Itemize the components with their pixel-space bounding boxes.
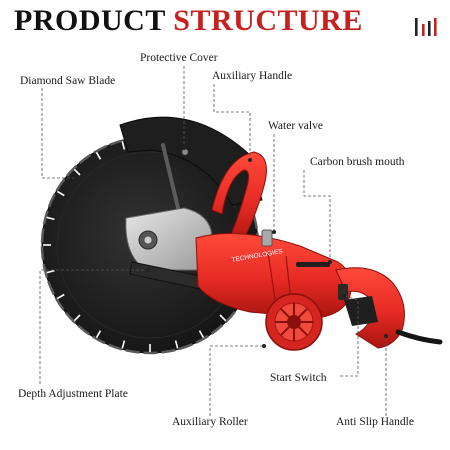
- leader-auxiliary-handle: [213, 84, 251, 160]
- label-auxiliary-roller: Auxiliary Roller: [172, 416, 248, 428]
- label-auxiliary-handle: Auxiliary Handle: [212, 70, 293, 82]
- roller-spoke: [279, 307, 290, 318]
- label-start-switch: Start Switch: [270, 372, 327, 384]
- motor-body: [195, 233, 352, 319]
- label-diamond-saw-blade: Diamond Saw Blade: [20, 75, 116, 87]
- blade-slot: [56, 190, 65, 197]
- blade-slot: [198, 330, 205, 339]
- roller-spoke: [279, 326, 290, 337]
- leader-start-switch: [340, 295, 359, 377]
- cover-bolt: [182, 149, 188, 155]
- page-title: PRODUCT STRUCTURE: [14, 4, 363, 38]
- carbon-brush-cap: [296, 262, 330, 267]
- roller-spoke: [298, 326, 309, 337]
- blade-slot: [95, 151, 102, 160]
- leader-diamond-saw-blade: [41, 88, 76, 179]
- power-cord: [395, 329, 443, 345]
- title-word-structure: STRUCTURE: [173, 4, 363, 37]
- water-valve: [261, 229, 273, 247]
- label-anti-slip-handle: Anti Slip Handle: [336, 416, 414, 428]
- roller-spokes: [275, 303, 313, 341]
- title-word-product: PRODUCT: [14, 4, 166, 37]
- blade-slot: [73, 314, 81, 322]
- label-water-valve: Water valve: [268, 120, 323, 132]
- blade-slot: [121, 141, 126, 150]
- blade-slot: [46, 269, 55, 274]
- auxiliary-roller: [265, 293, 323, 351]
- blade-slot: [73, 168, 81, 176]
- blade-slot: [174, 340, 179, 349]
- blade-slot: [46, 216, 55, 221]
- motor-seam-1: [267, 251, 277, 307]
- blade-slot: [219, 314, 227, 322]
- leader-auxiliary-roller: [209, 345, 264, 416]
- bracket-logo-icon: [415, 18, 437, 36]
- label-depth-adjustment-plate: Depth Adjustment Plate: [18, 388, 128, 400]
- leader-lines: [39, 66, 387, 416]
- roller-spoke: [298, 307, 309, 318]
- anti-slip-grip: [344, 296, 378, 326]
- blade-slot: [121, 340, 126, 349]
- leader-carbon-brush-mouth: [303, 170, 331, 262]
- blade-slot: [95, 330, 102, 339]
- leader-dots: [74, 146, 388, 348]
- cover-strap: [161, 143, 180, 210]
- blade-slot: [56, 293, 65, 300]
- label-carbon-brush-mouth: Carbon brush mouth: [310, 156, 405, 168]
- leader-depth-adjustment-plate: [39, 269, 148, 384]
- label-protective-cover: Protective Cover: [140, 52, 218, 64]
